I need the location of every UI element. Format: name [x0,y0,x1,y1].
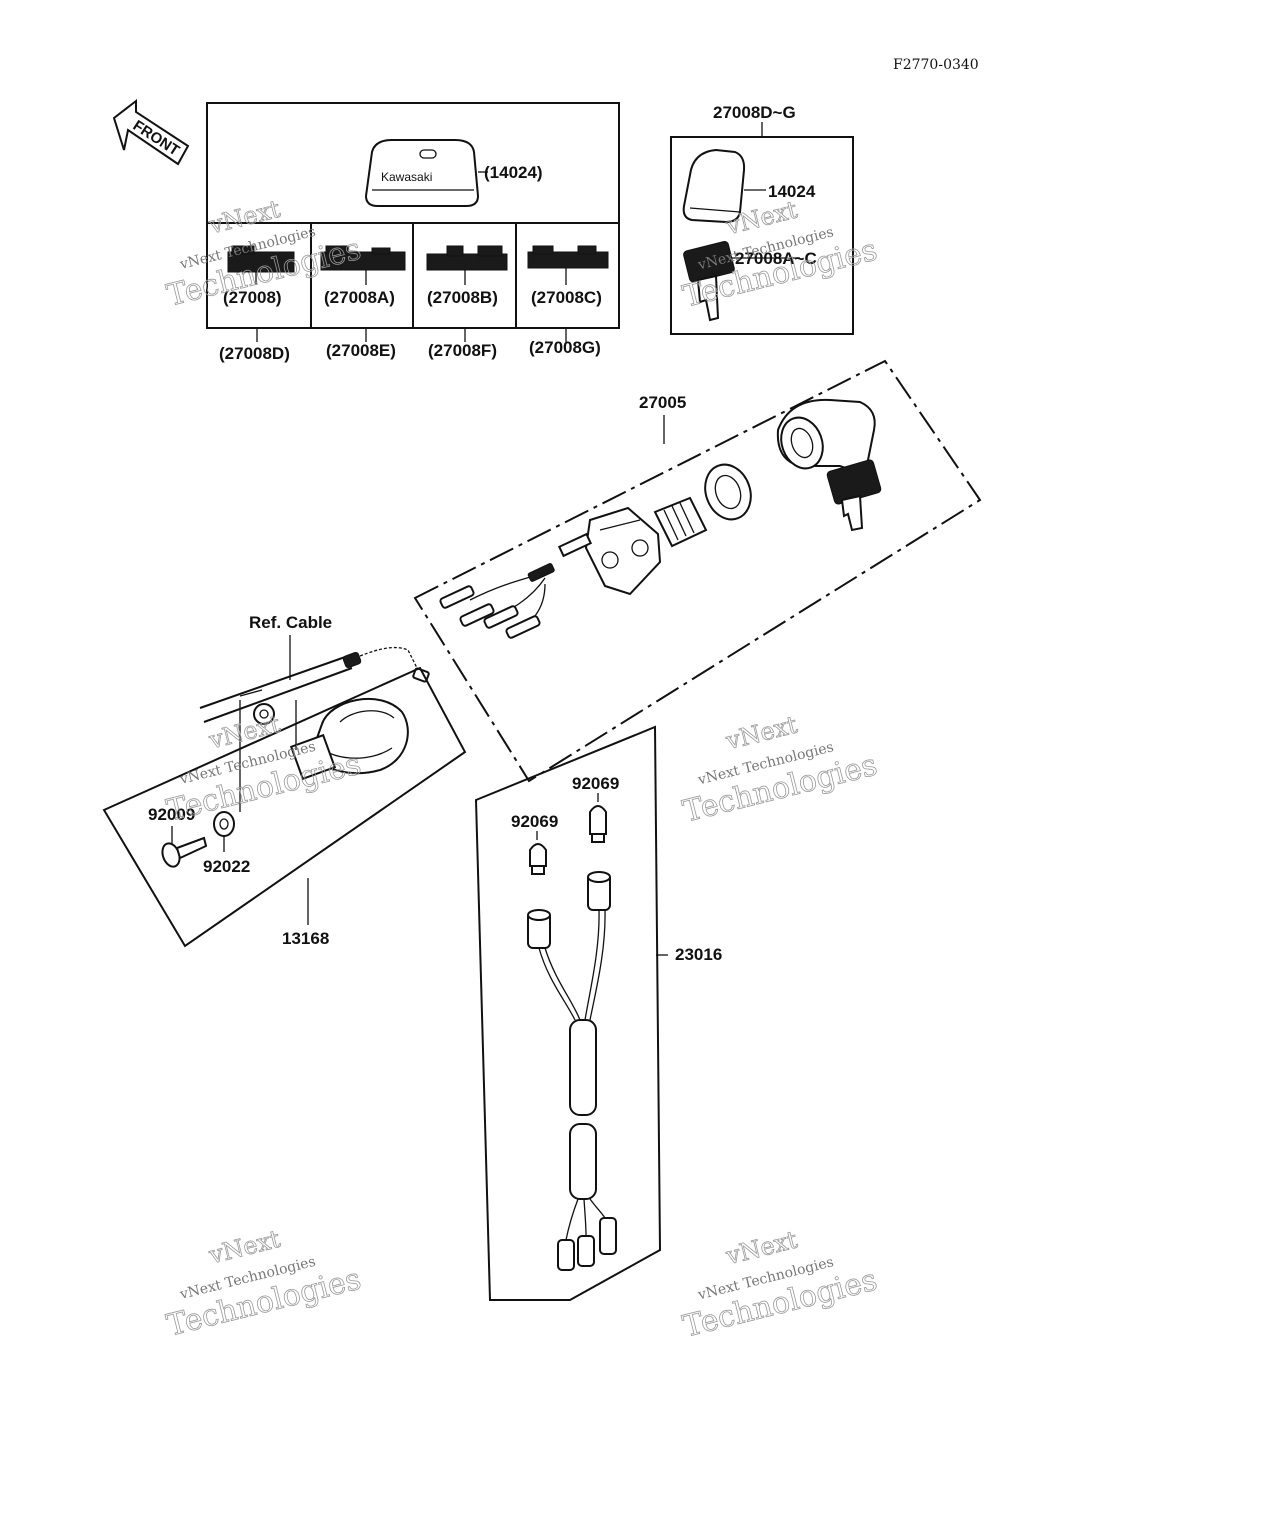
bulb-part-a [529,843,547,875]
label-cap-14024: 14024 [768,182,816,201]
key-cap-logo: Kawasaki [381,170,432,184]
switch-cover-part [239,697,409,812]
diagram-ref-code: F2770-0340 [893,57,979,73]
label-switch-27005: 27005 [639,393,686,412]
label-ref-cable: Ref. Cable [249,613,332,632]
bulb-part-b [589,805,607,843]
label-bulb-92069-a: 92069 [511,812,558,831]
label-blank-27008F: (27008F) [428,341,497,360]
label-screw-92009: 92009 [148,805,195,824]
key-set-box [670,136,854,335]
label-blank-27008D: (27008D) [219,344,290,363]
key-blank-27008C [527,245,609,285]
screw-part [161,836,208,868]
ignition-switch-part [439,496,708,639]
svg-text:vNext: vNext [205,1225,283,1270]
key-blank-box [206,102,620,329]
svg-text:vNext: vNext [722,711,800,756]
label-washer-92022: 92022 [203,857,250,876]
harness-box [474,725,662,1301]
front-arrow-icon: FRONT [112,98,190,166]
watermark-mid-right: vNext Technologies vNext Technologies [679,710,881,830]
svg-text:vNext: vNext [722,1226,800,1271]
switch-cap-and-key-part [776,398,882,532]
washer-part [213,811,235,852]
svg-text:vNext: vNext [205,195,283,240]
key-blank-27008B [426,245,508,285]
label-blank-27008B: (27008B) [427,288,498,307]
key-cap-small-part [682,148,766,224]
label-blank-27008G: (27008G) [529,338,601,357]
label-blank-27008: (27008) [223,288,282,307]
label-bulb-92069-b: 92069 [572,774,619,793]
label-blank-27008A: (27008A) [324,288,395,307]
label-blank-27008C: (27008C) [531,288,602,307]
key-cap-part: Kawasaki [364,139,488,207]
key-blank-27008 [227,245,295,285]
label-key-27008AC: 27008A~C [735,249,817,268]
watermark-bottom-right: vNext Technologies vNext Technologies [679,1225,881,1345]
key-blank-27008A [320,245,406,285]
label-blank-27008E: (27008E) [326,341,396,360]
watermark-bottom-left: vNext Technologies vNext Technologies [163,1224,365,1344]
label-harness-23016: 23016 [675,945,722,964]
label-cap-14024-paren: (14024) [484,163,543,182]
switch-assembly-box [413,359,982,783]
label-set-27008DG: 27008D~G [713,103,796,122]
lock-nut-part [704,463,752,521]
wire-harness-part [527,871,617,1271]
cover-box [102,666,467,948]
key-part [683,241,800,322]
label-cover-13168: 13168 [282,929,329,948]
